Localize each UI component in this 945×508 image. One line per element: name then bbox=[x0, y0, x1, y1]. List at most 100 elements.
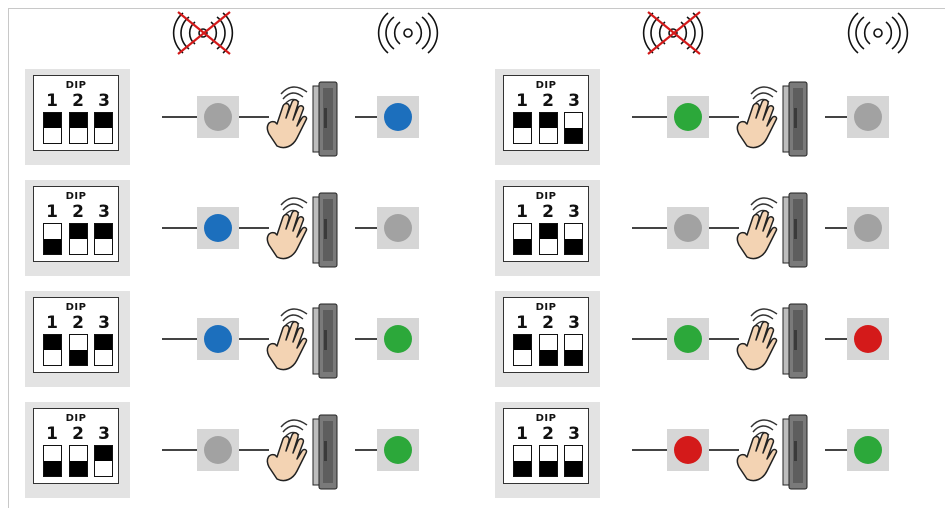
hand-sensor-icon bbox=[259, 407, 359, 501]
wire-line bbox=[825, 116, 849, 118]
dip-switch-down bbox=[513, 223, 532, 255]
output-button bbox=[377, 96, 419, 138]
input-button bbox=[197, 96, 239, 138]
input-button bbox=[667, 96, 709, 138]
dip-number: 1 bbox=[46, 313, 58, 333]
dip-switch-down bbox=[538, 334, 558, 366]
dip-number: 3 bbox=[98, 91, 110, 111]
dip-number: 3 bbox=[568, 202, 580, 222]
wire-line bbox=[162, 227, 198, 229]
dip-switch-down bbox=[564, 223, 583, 255]
input-button bbox=[667, 429, 709, 471]
dip-number: 3 bbox=[98, 313, 110, 333]
input-button bbox=[667, 318, 709, 360]
led-green bbox=[384, 325, 412, 353]
dip-switch-up bbox=[68, 223, 88, 255]
dip-switch-up bbox=[43, 112, 62, 144]
dip-switch-up bbox=[94, 445, 113, 477]
dip-title: DIP bbox=[535, 191, 557, 202]
output-button bbox=[847, 429, 889, 471]
dip-number: 2 bbox=[542, 313, 554, 333]
led-green bbox=[854, 436, 882, 464]
led-green bbox=[384, 436, 412, 464]
hand-sensor-icon bbox=[259, 74, 359, 168]
output-button bbox=[847, 96, 889, 138]
dip-switch-up bbox=[94, 334, 113, 366]
dip-number: 2 bbox=[542, 424, 554, 444]
output-button bbox=[377, 429, 419, 471]
dip-number: 3 bbox=[568, 424, 580, 444]
dip-number: 3 bbox=[98, 202, 110, 222]
dip-number: 2 bbox=[72, 313, 84, 333]
dip-switch-up bbox=[513, 334, 532, 366]
output-button bbox=[377, 318, 419, 360]
wire-line bbox=[825, 449, 849, 451]
dip-title: DIP bbox=[65, 413, 87, 424]
dip-switch-up bbox=[94, 223, 113, 255]
wire-line bbox=[632, 227, 668, 229]
wire-line bbox=[709, 338, 739, 340]
dip-number: 3 bbox=[98, 424, 110, 444]
input-button bbox=[197, 429, 239, 471]
dip-number: 2 bbox=[72, 91, 84, 111]
wire-line bbox=[355, 338, 379, 340]
dip-switch-up bbox=[538, 112, 558, 144]
wire-line bbox=[632, 338, 668, 340]
diagram-frame bbox=[8, 8, 945, 508]
wire-line bbox=[239, 116, 269, 118]
led-blue bbox=[204, 214, 232, 242]
dip-title: DIP bbox=[65, 191, 87, 202]
wire-line bbox=[355, 449, 379, 451]
dip-number: 2 bbox=[72, 424, 84, 444]
wire-line bbox=[825, 227, 849, 229]
dip-switch-down bbox=[564, 445, 583, 477]
dip-title: DIP bbox=[535, 80, 557, 91]
led-red bbox=[854, 325, 882, 353]
hand-sensor-icon bbox=[729, 296, 829, 390]
wire-line bbox=[162, 338, 198, 340]
led-green bbox=[674, 103, 702, 131]
dip-switch-down bbox=[43, 223, 62, 255]
dip-switch-down bbox=[538, 445, 558, 477]
dip-switch-down bbox=[68, 445, 88, 477]
led-grey bbox=[854, 103, 882, 131]
dip-number: 2 bbox=[542, 202, 554, 222]
dip-number: 2 bbox=[542, 91, 554, 111]
hand-sensor-icon bbox=[259, 296, 359, 390]
dip-switch-up bbox=[538, 223, 558, 255]
input-button bbox=[667, 207, 709, 249]
signal-icon bbox=[375, 8, 441, 58]
output-button bbox=[377, 207, 419, 249]
hand-sensor-icon bbox=[259, 185, 359, 279]
dip-number: 1 bbox=[46, 202, 58, 222]
wire-line bbox=[709, 116, 739, 118]
led-blue bbox=[384, 103, 412, 131]
input-button bbox=[197, 318, 239, 360]
led-grey bbox=[854, 214, 882, 242]
wire-line bbox=[239, 227, 269, 229]
wire-line bbox=[239, 338, 269, 340]
hand-sensor-icon bbox=[729, 185, 829, 279]
dip-number: 1 bbox=[516, 202, 528, 222]
dip-switch-down bbox=[68, 334, 88, 366]
dip-switch-up bbox=[94, 112, 113, 144]
led-grey bbox=[674, 214, 702, 242]
dip-switch-down bbox=[564, 112, 583, 144]
